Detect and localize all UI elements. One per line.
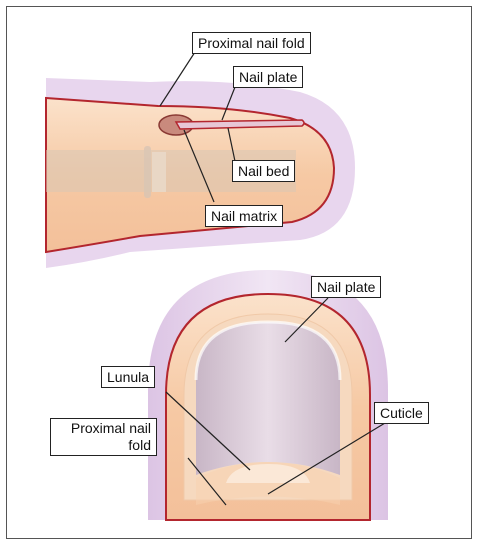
label-nail-bed: Nail bed xyxy=(232,160,295,182)
label-proximal-nail-fold-line2: fold xyxy=(56,437,151,454)
knuckle-crease-2 xyxy=(152,152,166,192)
label-nail-plate-top: Nail plate xyxy=(311,276,381,298)
label-proximal-nail-fold-top: Proximal nail fold xyxy=(50,418,157,456)
label-proximal-nail-fold: Proximal nail fold xyxy=(192,32,311,54)
label-nail-matrix: Nail matrix xyxy=(205,205,283,227)
label-proximal-nail-fold-line1: Proximal nail xyxy=(56,420,151,437)
top-view-finger xyxy=(148,270,390,520)
label-cuticle: Cuticle xyxy=(374,402,429,424)
label-nail-plate-side: Nail plate xyxy=(233,66,303,88)
top-nail-plate xyxy=(196,322,340,475)
label-lunula: Lunula xyxy=(101,366,155,388)
side-view-finger xyxy=(46,52,355,268)
